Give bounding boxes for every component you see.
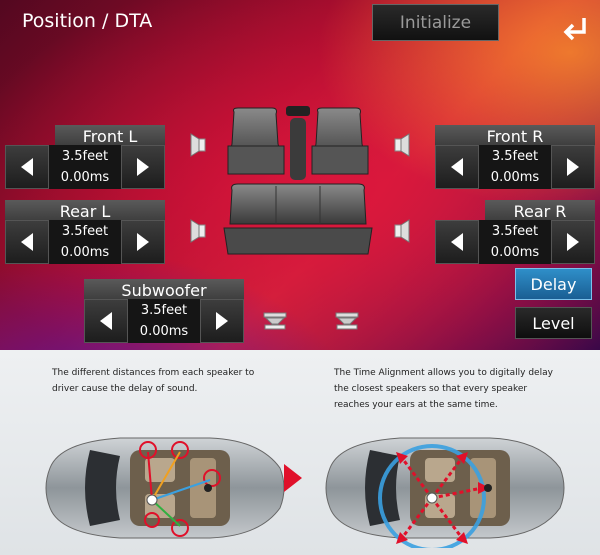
rear-right-speaker-icon	[394, 219, 410, 243]
page-title: Position / DTA	[22, 10, 153, 32]
car-top-view-right	[325, 437, 565, 548]
subwoofer-delay: 0.00ms	[139, 324, 189, 339]
rear-l-decrease-button[interactable]	[5, 220, 49, 264]
subwoofer-title: Subwoofer	[84, 279, 244, 301]
front-l-title: Front L	[55, 125, 165, 147]
rear-r-values: 3.5feet 0.00ms	[479, 221, 551, 263]
front-l-panel: Front L 3.5feet 0.00ms	[5, 125, 165, 189]
rear-l-title: Rear L	[5, 200, 165, 222]
rear-l-increase-button[interactable]	[121, 220, 165, 264]
rear-r-title: Rear R	[485, 200, 595, 222]
arrow-left-icon	[451, 158, 463, 176]
arrow-right-icon	[137, 158, 149, 176]
subwoofer-values: 3.5feet 0.00ms	[128, 300, 200, 342]
back-arrow-icon[interactable]	[560, 12, 592, 44]
front-r-decrease-button[interactable]	[435, 145, 479, 189]
rear-r-distance: 3.5feet	[491, 224, 539, 239]
arrow-right-icon	[284, 464, 302, 492]
subwoofer-distance: 3.5feet	[140, 303, 188, 318]
front-r-delay: 0.00ms	[490, 170, 540, 185]
arrow-right-icon	[216, 312, 228, 330]
front-l-increase-button[interactable]	[121, 145, 165, 189]
front-r-panel: Front R 3.5feet 0.00ms	[435, 125, 595, 189]
front-r-increase-button[interactable]	[551, 145, 595, 189]
rear-r-panel: Rear R 3.5feet 0.00ms	[435, 200, 595, 264]
arrow-right-icon	[567, 158, 579, 176]
arrow-left-icon	[21, 158, 33, 176]
help-text-right: The Time Alignment allows you to digital…	[334, 368, 553, 410]
subwoofer-icon	[335, 312, 359, 330]
rear-left-speaker-icon	[190, 219, 206, 243]
initialize-button[interactable]: Initialize	[372, 4, 499, 41]
front-r-title: Front R	[435, 125, 595, 147]
front-r-values: 3.5feet 0.00ms	[479, 146, 551, 188]
rear-l-distance: 3.5feet	[61, 224, 109, 239]
rear-r-delay: 0.00ms	[490, 245, 540, 260]
delay-button[interactable]: Delay	[515, 268, 592, 300]
front-l-delay: 0.00ms	[60, 170, 110, 185]
front-left-speaker-icon	[190, 133, 206, 157]
car-top-view-left	[45, 437, 285, 539]
arrow-left-icon	[100, 312, 112, 330]
arrow-right-icon	[137, 233, 149, 251]
rear-r-increase-button[interactable]	[551, 220, 595, 264]
subwoofer-panel: Subwoofer 3.5feet 0.00ms	[84, 279, 244, 343]
front-right-speaker-icon	[394, 133, 410, 157]
front-l-distance: 3.5feet	[61, 149, 109, 164]
subwoofer-icon	[263, 312, 287, 330]
settings-screen: Position / DTA Initialize Front L 3.5fee…	[0, 0, 600, 350]
subwoofer-decrease-button[interactable]	[84, 299, 128, 343]
arrow-right-icon	[567, 233, 579, 251]
front-l-decrease-button[interactable]	[5, 145, 49, 189]
rear-l-values: 3.5feet 0.00ms	[49, 221, 121, 263]
rear-l-delay: 0.00ms	[60, 245, 110, 260]
front-r-distance: 3.5feet	[491, 149, 539, 164]
car-seats-illustration	[223, 106, 373, 255]
arrow-left-icon	[451, 233, 463, 251]
front-l-values: 3.5feet 0.00ms	[49, 146, 121, 188]
arrow-left-icon	[21, 233, 33, 251]
help-text-left: The different distances from each speake…	[52, 368, 255, 394]
rear-r-decrease-button[interactable]	[435, 220, 479, 264]
help-illustration-panel: The different distances from each speake…	[0, 350, 600, 555]
subwoofer-increase-button[interactable]	[200, 299, 244, 343]
rear-l-panel: Rear L 3.5feet 0.00ms	[5, 200, 165, 264]
level-button[interactable]: Level	[515, 307, 592, 339]
